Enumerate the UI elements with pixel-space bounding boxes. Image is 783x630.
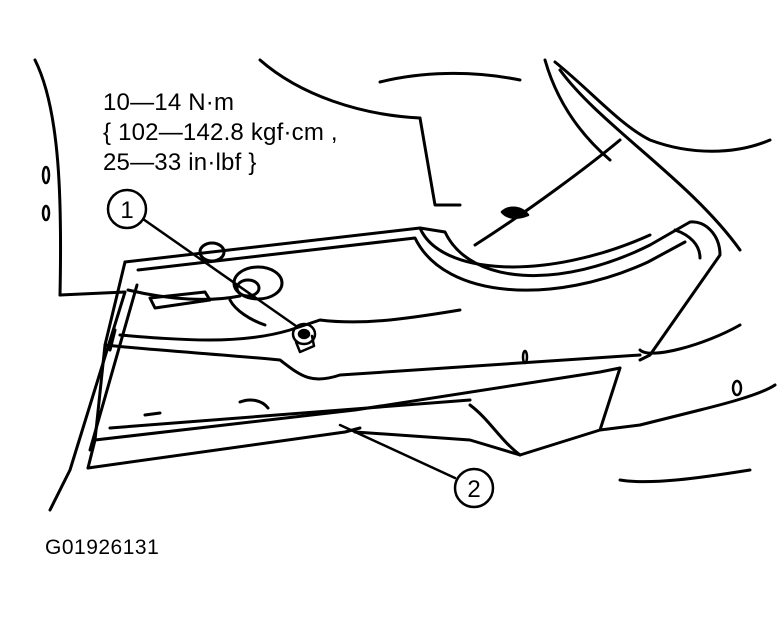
figure-id: G01926131 — [45, 536, 160, 559]
callout-2-label: 2 — [467, 476, 480, 503]
torque-spec-line-inlbf: 25—33 in·lbf } — [103, 149, 257, 176]
panel-slots — [41, 165, 743, 397]
torque-spec-line-nm: 10—14 N·m — [103, 89, 235, 116]
body-panel-lines — [33, 58, 777, 484]
callout-2-leader — [338, 423, 457, 480]
bolt — [291, 322, 317, 354]
torque-spec: 10—14 N·m { 102—142.8 kgf·cm , 25—33 in·… — [103, 88, 338, 178]
torque-spec-line-kgfcm: { 102—142.8 kgf·cm , — [103, 119, 338, 146]
left-body-edge — [48, 283, 139, 512]
callout-1-label: 1 — [120, 197, 133, 224]
callout-1: 1 — [106, 188, 148, 230]
callout-2: 2 — [453, 467, 495, 509]
bolt-area — [198, 241, 284, 327]
bracket-part — [86, 220, 722, 470]
callout-1-leader — [141, 217, 298, 328]
callout-leaders — [141, 217, 457, 480]
